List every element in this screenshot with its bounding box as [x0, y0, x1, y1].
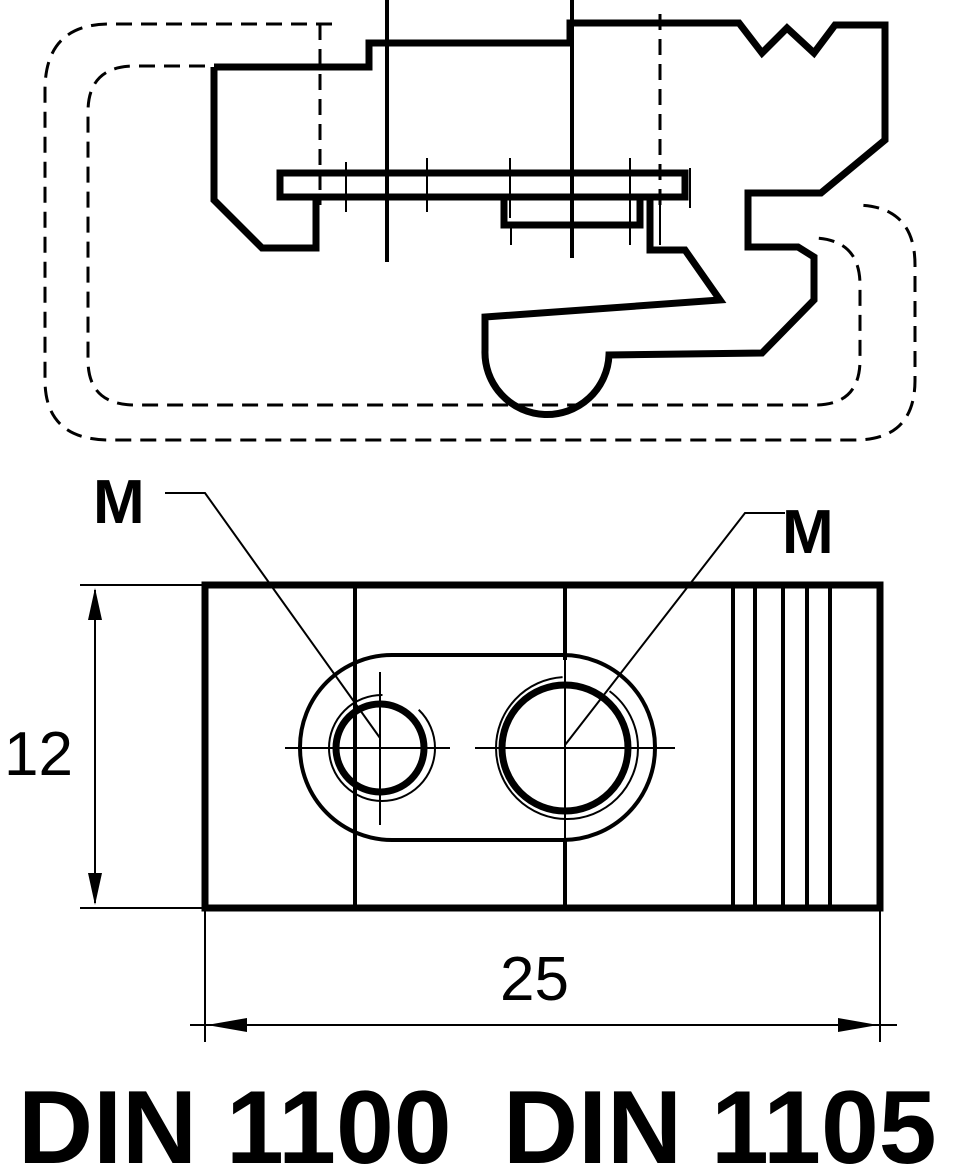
dim-width-label: 25 [500, 945, 569, 1014]
jaw-lower-left [210, 67, 320, 252]
jaw-outline [214, 19, 889, 418]
dimension-lines-height [80, 584, 205, 909]
body-outline [201, 581, 884, 912]
dimension-lines-width [190, 908, 897, 1042]
slide-bar [276, 169, 689, 201]
arrow-icon [88, 588, 102, 905]
marker-left: M [93, 468, 145, 537]
section-lines [353, 585, 567, 908]
standard-label-2: DIN 1105 [503, 1070, 937, 1175]
serration-lines [731, 585, 832, 908]
inner-dashed-contour [86, 64, 862, 407]
dim-height-label: 12 [4, 720, 73, 789]
center-lines [285, 638, 675, 860]
outer-dashed-contour [43, 22, 917, 442]
marker-right: M [782, 498, 834, 567]
tick-lines [345, 158, 691, 245]
dimension-height: 12 [4, 584, 205, 909]
jaw-side-view: M M [93, 468, 884, 912]
jaw-profile-view [43, 0, 917, 442]
dimension-width: 25 [190, 908, 897, 1042]
standard-label-1: DIN 1100 [18, 1070, 452, 1175]
leader-right [564, 512, 785, 746]
leader-left [165, 492, 381, 739]
